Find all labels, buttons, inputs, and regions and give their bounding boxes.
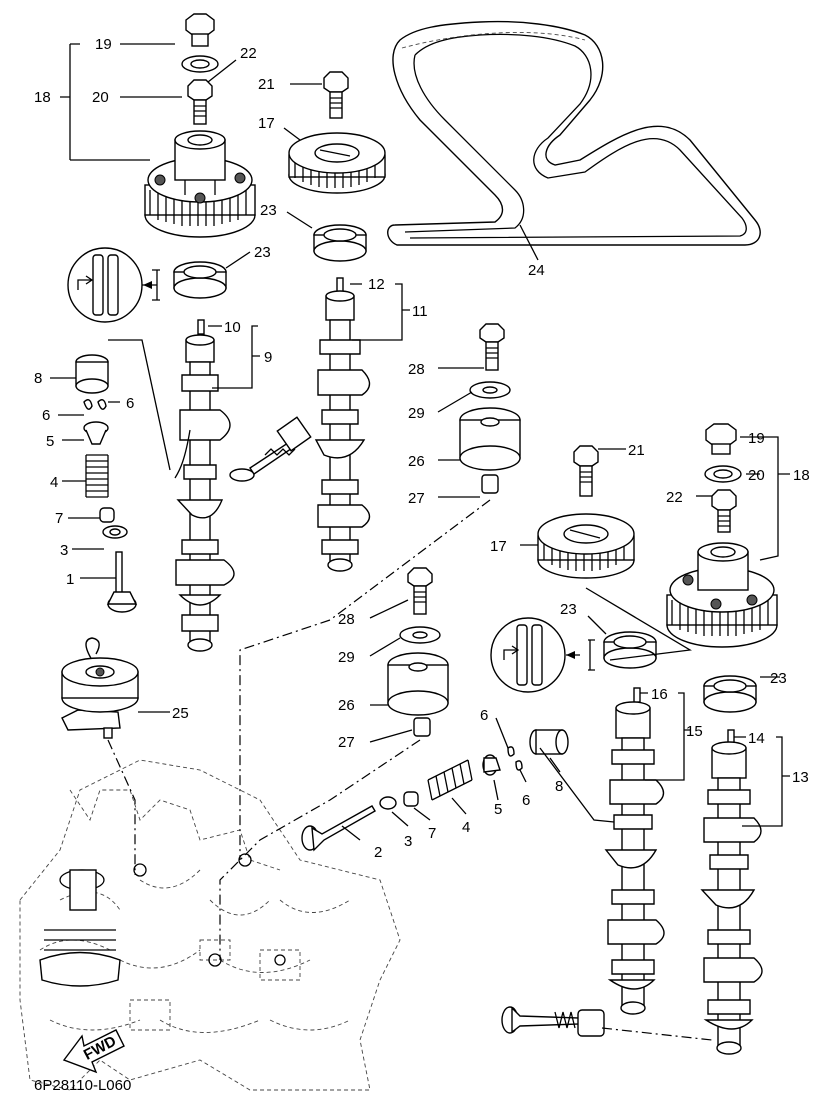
callout-26-lower: 26 [338,697,355,714]
cylinder-head [19,759,401,1091]
callout-22-upper: 22 [240,45,257,62]
camshaft-center [229,71,386,572]
callout-18-upper: 18 [34,89,51,106]
callout-17-right: 17 [490,538,507,555]
callout-23-upper-left: 23 [254,244,271,261]
callout-28-center: 28 [408,361,425,378]
leader-lines [50,43,790,1041]
callout-20-right: 20 [748,467,765,484]
callout-5-lower: 5 [494,801,502,818]
fwd-arrow-icon: FWD [62,1029,125,1074]
callout-4-lower: 4 [462,819,470,836]
callout-17-upper: 17 [258,115,275,132]
callout-23-right-b: 23 [770,670,787,687]
valve-bottom-right [501,1006,605,1037]
valve-stack-left [75,354,138,613]
callout-12: 12 [368,276,385,293]
camshaft-hold-tool-icon-1 [67,247,160,323]
callout-6-lower-b: 6 [522,792,530,809]
vct-sprocket-upper-left [144,13,256,299]
callout-3-left: 3 [60,542,68,559]
callout-18-right: 18 [793,467,810,484]
callout-20-upper: 20 [92,89,109,106]
callout-19-right: 19 [748,430,765,447]
callout-21-upper: 21 [258,76,275,93]
callout-1: 1 [66,571,74,588]
camshaft-right-13 [700,729,763,1055]
callout-13: 13 [792,769,809,786]
callout-labels: 19 20 18 22 21 17 23 23 24 12 11 10 9 8 … [34,36,810,861]
callout-16: 16 [651,686,668,703]
timing-belt [387,20,761,246]
camshaft-left [174,319,235,652]
callout-8-left: 8 [34,370,42,387]
callout-7-lower: 7 [428,825,436,842]
callout-4-left: 4 [50,474,58,491]
callout-14: 14 [748,730,765,747]
callout-15: 15 [686,723,703,740]
callout-6-left-a: 6 [42,407,50,424]
callout-19-upper: 19 [95,36,112,53]
camshaft-right-15 [604,687,665,1015]
sprocket-right [537,445,635,579]
lifter-stack-center [459,323,521,494]
callout-25: 25 [172,705,189,722]
callout-28-lower: 28 [338,611,355,628]
callout-7-left: 7 [55,510,63,527]
lifter-stack-lower [387,567,449,737]
callout-27-lower: 27 [338,734,355,751]
callout-26-center: 26 [408,453,425,470]
camshaft-hold-tool-icon-2 [490,617,657,693]
diagram-code: 6P28110-L060 [34,1077,131,1094]
callout-9: 9 [264,349,272,366]
callout-27-center: 27 [408,490,425,507]
callout-2: 2 [374,844,382,861]
callout-6-left-b: 6 [126,395,134,412]
callout-10: 10 [224,319,241,336]
valve-stack-lower [301,729,569,852]
callout-23-right-a: 23 [560,601,577,618]
callout-24: 24 [528,262,545,279]
callout-5-left: 5 [46,433,54,450]
callout-3-lower: 3 [404,833,412,850]
callout-29-lower: 29 [338,649,355,666]
callout-23-upper-center: 23 [260,202,277,219]
callout-22-right: 22 [666,489,683,506]
vct-sprocket-right [666,423,778,713]
belt-tensioner [61,637,139,739]
callout-8-lower: 8 [555,778,563,795]
callout-21-right: 21 [628,442,645,459]
callout-11: 11 [412,303,428,320]
callout-6-lower-a: 6 [480,707,488,724]
callout-29-center: 29 [408,405,425,422]
